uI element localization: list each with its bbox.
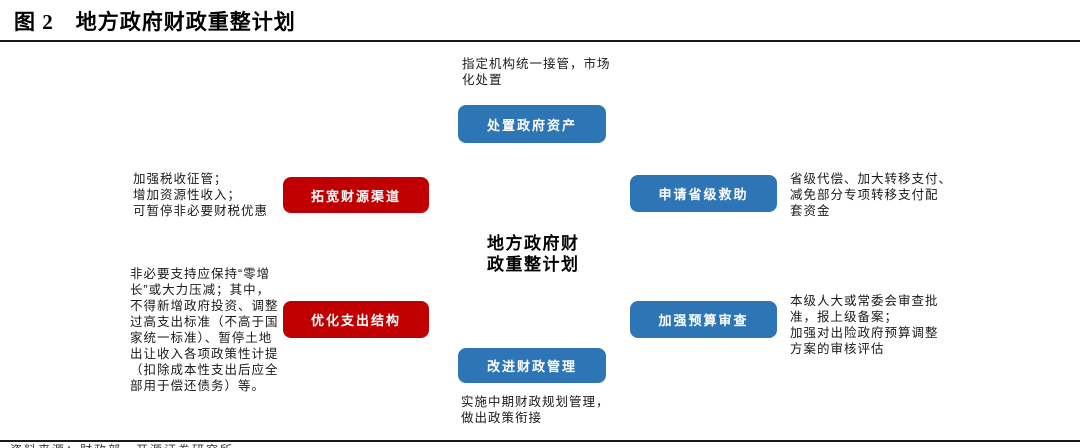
node-dispose-assets: 处置政府资产: [458, 105, 606, 143]
footer-source-clipped: 资料来源：财政部，开源证券研究所: [10, 443, 710, 448]
node-improve-fiscal-mgmt-label: 改进财政管理: [486, 359, 577, 374]
node-apply-provincial-aid: 申请省级救助: [630, 175, 777, 212]
note-expand-revenue: 加强税收征管； 增加资源性收入； 可暂停非必要财税优惠: [133, 172, 269, 218]
node-optimize-spending: 优化支出结构: [283, 301, 429, 338]
node-improve-fiscal-mgmt: 改进财政管理: [458, 348, 606, 383]
note-apply-provincial-aid: 省级代偿、加大转移支付、 减免部分专项转移支付配 套资金: [790, 172, 953, 218]
node-strengthen-budget-review-label: 加强预算审查: [658, 313, 749, 328]
bottom-rule: [0, 440, 1080, 442]
note-improve-fiscal-mgmt: 实施中期财政规划管理， 做出政策衔接: [461, 395, 610, 425]
figure-title: 图 2 地方政府财政重整计划: [14, 6, 296, 36]
figure-number-label: 图 2: [14, 10, 54, 34]
center-title: 地方政府财 政重整计划: [487, 234, 580, 274]
note-strengthen-budget-review: 本级人大或常委会审查批 准，报上级备案； 加强对出险政府预算调整 方案的审核评估: [790, 294, 939, 356]
node-strengthen-budget-review: 加强预算审查: [630, 301, 777, 338]
node-dispose-assets-label: 处置政府资产: [486, 117, 577, 133]
figure-title-text: 地方政府财政重整计划: [75, 10, 296, 34]
node-apply-provincial-aid-label: 申请省级救助: [658, 187, 749, 202]
node-expand-revenue-label: 拓宽财源渠道: [310, 188, 401, 204]
note-dispose-assets: 指定机构统一接管，市场 化处置: [462, 57, 611, 87]
top-rule: [0, 40, 1080, 42]
node-expand-revenue: 拓宽财源渠道: [283, 177, 429, 213]
note-optimize-spending: 非必要支持应保持“零增 长”或大力压减；其中， 不得新增政府投资、调整 过高支出…: [130, 267, 279, 393]
node-optimize-spending-label: 优化支出结构: [310, 313, 401, 328]
